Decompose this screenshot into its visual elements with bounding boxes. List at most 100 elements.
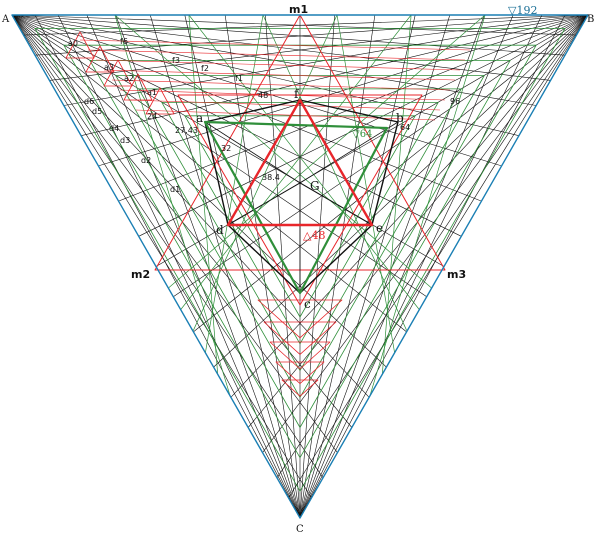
red-guide-line [135, 109, 436, 121]
outer-triangle-ABC [11, 14, 589, 519]
point-label-f3: f3 [172, 56, 180, 65]
red-guide-line [95, 59, 461, 71]
red-guide-line [111, 79, 451, 91]
green-cross-line [262, 14, 408, 332]
vertex-label-C: C [296, 524, 304, 533]
point-label-a1: a1 [147, 88, 157, 97]
green-cross-line [114, 14, 432, 289]
green-cross-line [114, 14, 231, 396]
point-label-a0: a0 [68, 39, 78, 48]
red-guide-line [103, 69, 456, 81]
hexagon-label-a: a [196, 111, 203, 125]
point-label-f2: f2 [201, 64, 209, 73]
value-label-27-43: 27.43 [175, 126, 198, 135]
value-label-48-triangle: △48 [303, 229, 325, 242]
nested-green-triangle [34, 27, 566, 492]
point-label-d2: d2 [141, 156, 151, 165]
midpoint-label-m3: m3 [447, 268, 466, 281]
green-cross-line [168, 14, 486, 289]
fan-line-from-A [11, 14, 324, 478]
green-cross-line [188, 14, 219, 375]
value-label-64: 64 [400, 123, 410, 132]
hexagon-label-c: c [304, 297, 311, 311]
hexagon-spoke [299, 121, 399, 184]
value-label-32: 32 [221, 144, 231, 153]
green-cross-line [188, 14, 420, 310]
fan-line-from-C [184, 14, 301, 519]
center-label-G: G [310, 179, 320, 193]
point-label-d4: d4 [109, 124, 119, 133]
stacked-red-triangle [281, 379, 319, 397]
fan-line-from-A [11, 14, 407, 333]
fan-line-from-C [299, 14, 416, 519]
value-label-192: ▽192 [508, 4, 537, 17]
red-guide-line [119, 89, 446, 101]
main-shape-layer [11, 14, 589, 519]
point-label-d5: d5 [92, 107, 102, 116]
fan-line-from-B [276, 14, 589, 478]
small-red-triangle [103, 59, 133, 87]
small-red-triangle [85, 45, 115, 73]
hexagon-label-b: b [396, 111, 404, 125]
midpoint-label-m1: m1 [289, 3, 308, 16]
vertex-label-A: A [1, 14, 10, 25]
point-label-d6: d6 [84, 97, 94, 106]
green-cross-line [336, 14, 395, 353]
stacked-red-triangle [275, 361, 325, 385]
hexagon-label-e: e [376, 221, 383, 235]
point-label-f6: f6 [120, 37, 128, 46]
stacked-red-triangle [269, 341, 331, 370]
hexagon-label-f: f [294, 87, 300, 101]
hexagon-label-d: d [216, 223, 224, 237]
fan-line-from-A [11, 14, 387, 368]
fan-line-from-C [265, 14, 301, 519]
value-label-24: 24 [147, 112, 157, 121]
point-label-a2: a2 [124, 74, 134, 83]
fan-line-from-C [57, 14, 301, 519]
red-guide-line [79, 39, 471, 51]
fan-line-from-B [213, 14, 589, 368]
fan-line-from-B [288, 14, 589, 499]
green-cross-line [192, 14, 338, 332]
stacked-red-triangle [257, 299, 343, 339]
stacked-red-triangle [263, 321, 337, 355]
point-label-a3: a3 [104, 63, 114, 72]
fan-line-from-C [299, 14, 376, 519]
fan-line-from-C [299, 14, 335, 519]
green-cross-line [369, 14, 486, 396]
nested-green-triangle [89, 60, 511, 428]
green-cross-line [205, 14, 264, 353]
green-triangle-64 [203, 120, 389, 295]
fan-line-from-B [193, 14, 589, 333]
small-red-triangle [65, 31, 95, 59]
value-label-96: 96 [450, 97, 460, 106]
point-label-d3: d3 [120, 136, 130, 145]
green-cross-line [180, 14, 412, 310]
red-guide-line [87, 49, 466, 61]
vertex-label-B: B [587, 14, 594, 25]
hexagon-spoke [299, 182, 373, 226]
green-cross-line [381, 14, 412, 375]
point-label-f1: f1 [235, 74, 243, 83]
value-label-48: 48 [258, 91, 268, 100]
nested-green-triangle [63, 44, 537, 459]
small-red-triangle [123, 73, 153, 101]
fan-line-from-C [299, 14, 543, 519]
red-triangle-48 [226, 98, 374, 227]
fan-line-from-A [11, 14, 312, 499]
midpoint-label-m2: m2 [131, 268, 150, 281]
nested-green-triangle [138, 88, 462, 372]
point-label-d1: d1 [170, 185, 180, 194]
red-guide-line [127, 99, 441, 111]
value-label-38-4: 38.4 [262, 173, 280, 182]
red-inverted-triangle [177, 94, 423, 306]
hexagon-spoke [204, 121, 301, 184]
fan-line-from-C [34, 14, 301, 519]
value-label-64-triangle: ▽64 [352, 129, 372, 140]
fan-line-from-C [299, 14, 566, 519]
fan-line-from-C [224, 14, 301, 519]
red-line-layer [65, 14, 471, 397]
hexagon-spoke [227, 182, 301, 226]
